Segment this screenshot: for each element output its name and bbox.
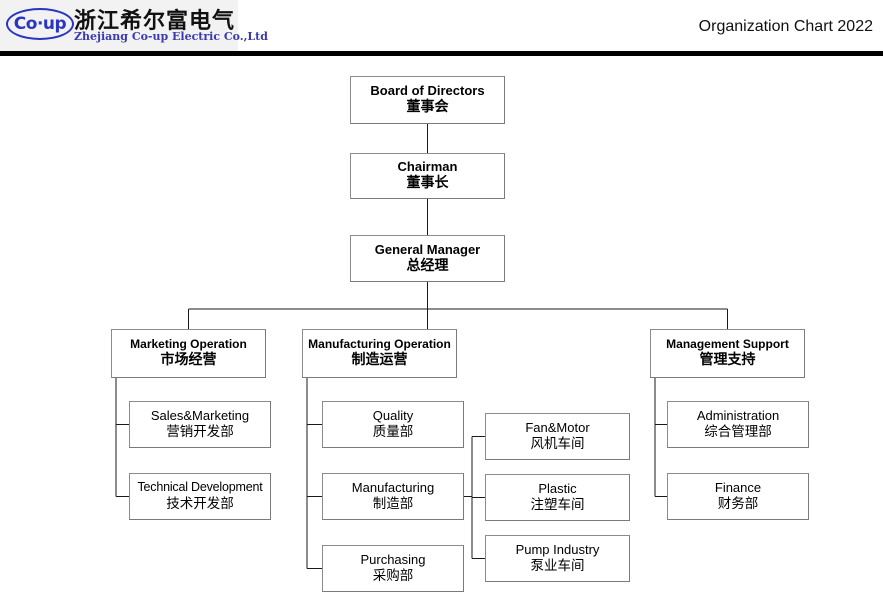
org-node-label-en: Chairman <box>397 159 458 175</box>
org-node-label-en: Board of Directors <box>370 83 485 99</box>
org-node-label-cn: 注塑车间 <box>530 497 585 514</box>
org-node-label-cn: 市场经营 <box>160 352 217 369</box>
company-name-cn: 浙江希尔富电气 <box>74 9 236 34</box>
org-node-label-en: Finance <box>714 479 762 495</box>
org-node-label-cn: 泵业车间 <box>530 558 585 575</box>
page-header: Co·up 浙江希尔富电气 Zhejiang Co-up Electric Co… <box>0 0 883 56</box>
org-node-label-cn: 采购部 <box>372 568 414 585</box>
org-node-label-cn: 管理支持 <box>699 352 756 369</box>
org-node-label-cn: 技术开发部 <box>166 495 234 512</box>
org-node-label-en: Fan&Motor <box>525 419 590 435</box>
org-node-label-cn: 总经理 <box>406 257 449 274</box>
org-node-label-cn: 综合管理部 <box>704 424 772 441</box>
org-chart-connectors <box>115 124 729 570</box>
org-node-label-en: Sales&Marketing <box>150 407 250 423</box>
logo-mark-text: Co·up <box>13 13 67 34</box>
org-node-label-en: Technical Development <box>137 480 263 495</box>
org-node-label-cn: 制造运营 <box>351 352 408 369</box>
org-node-label-cn: 风机车间 <box>530 436 585 453</box>
org-node-label-cn: 营销开发部 <box>166 424 234 441</box>
org-node-label-cn: 制造部 <box>372 496 414 513</box>
header-divider <box>0 51 883 56</box>
coup-logo-icon: Co·up <box>6 8 74 40</box>
org-node-label-cn: 董事会 <box>406 99 449 116</box>
org-node-label-cn: 董事长 <box>406 175 449 192</box>
org-node-label-en: Manufacturing <box>351 479 435 495</box>
org-node-label-cn: 质量部 <box>372 424 414 441</box>
org-node-label-en: Quality <box>372 407 414 423</box>
org-node-label-en: Administration <box>696 407 780 423</box>
org-node-label-en: Marketing Operation <box>130 337 247 352</box>
org-node-label-cn: 财务部 <box>717 496 759 513</box>
company-logo-block: Co·up 浙江希尔富电气 Zhejiang Co-up Electric Co… <box>0 0 268 51</box>
org-node-label-en: Pump Industry <box>515 541 600 557</box>
org-node-label-en: General Manager <box>374 241 481 257</box>
org-node-label-en: Plastic <box>538 480 577 496</box>
org-node-label-en: Purchasing <box>360 551 426 567</box>
company-name-en: Zhejiang Co-up Electric Co.,Ltd <box>74 30 268 43</box>
org-node-label-en: Management Support <box>666 337 789 352</box>
org-node-label-en: Manufacturing Operation <box>308 337 451 352</box>
page-title: Organization Chart 2022 <box>698 18 873 35</box>
